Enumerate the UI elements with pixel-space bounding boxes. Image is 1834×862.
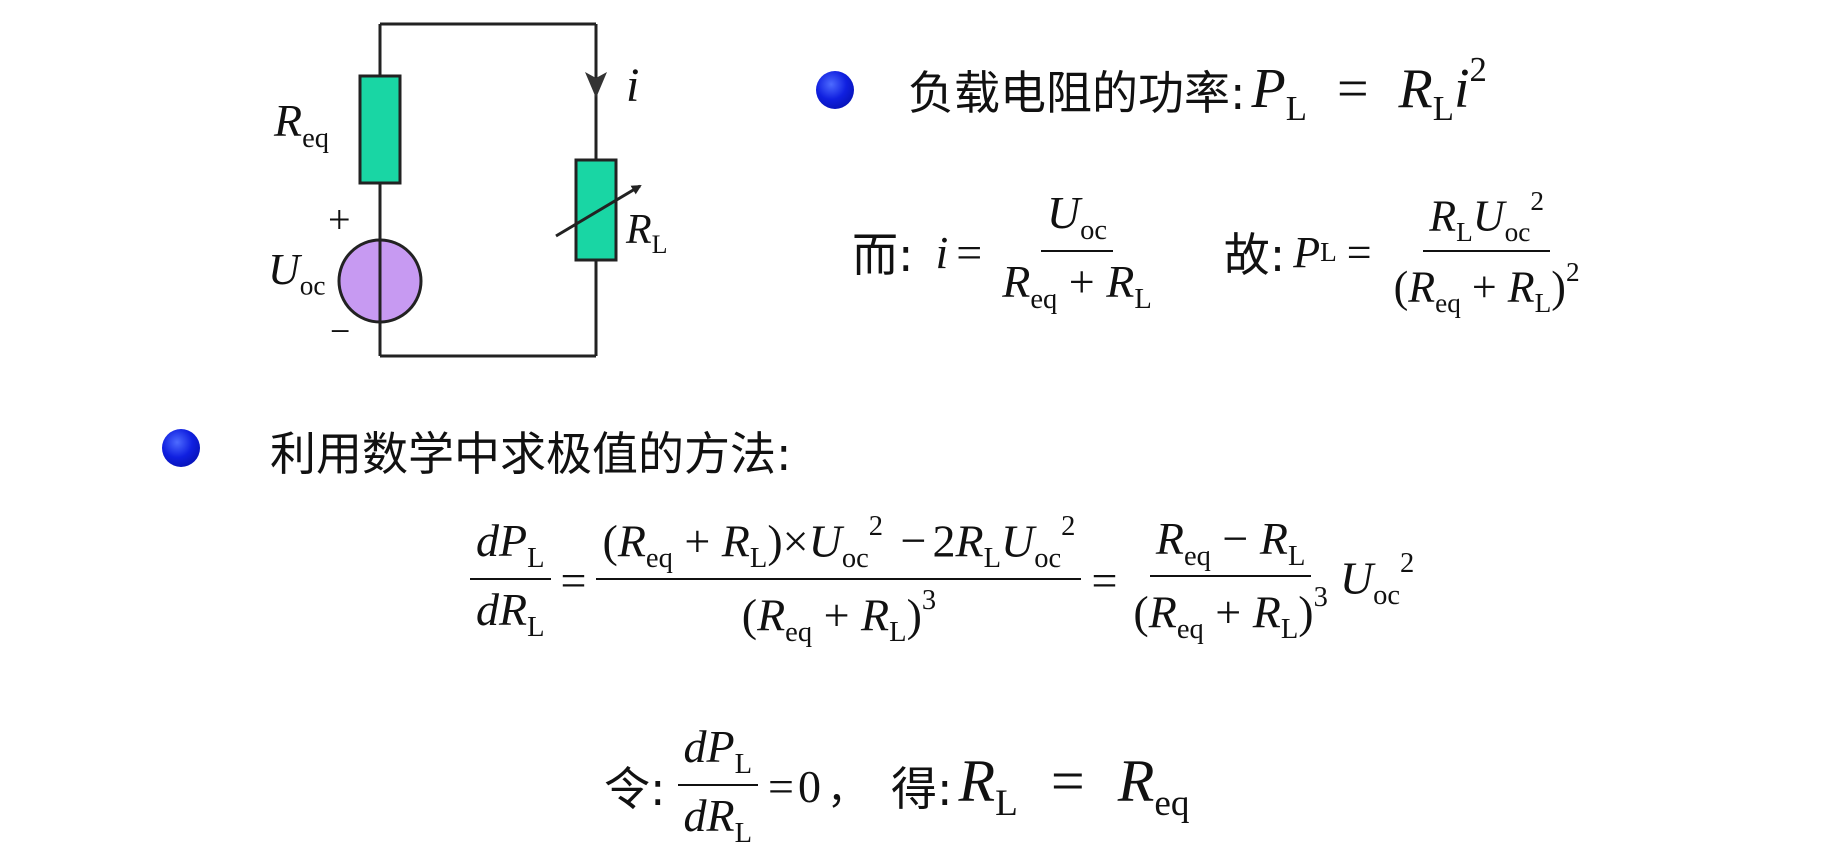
conclusion-line: 令: dPL dRL =0 ， 得: RL = Req bbox=[604, 721, 1190, 849]
bullet2-text: 利用数学中求极值的方法: bbox=[270, 427, 792, 481]
derivative-middle: (Req + RL)×Uoc2 −2RLUoc2 (Req + RL)3 bbox=[596, 511, 1082, 648]
bullet-icon bbox=[816, 71, 854, 109]
result-formula: RL = Req bbox=[958, 747, 1190, 825]
label-minus: − bbox=[330, 311, 351, 351]
label-current: i bbox=[626, 59, 640, 112]
label-uoc: Uoc bbox=[268, 245, 326, 301]
derivative-tail: Uoc2 bbox=[1339, 547, 1415, 612]
gu-label: 故: bbox=[1223, 228, 1286, 282]
current-arrow bbox=[585, 72, 607, 98]
bullet1-line: 负载电阻的功率: PL = RLi2 bbox=[908, 50, 1487, 130]
zero-derivative: dPL dRL =0 bbox=[672, 723, 821, 849]
resistor-rl bbox=[574, 158, 618, 262]
current-formula: i = Uoc Req + RL bbox=[935, 187, 1152, 315]
label-rl: RL bbox=[626, 207, 668, 259]
resistor-req bbox=[358, 74, 402, 185]
bullet-icon bbox=[162, 429, 200, 467]
label-plus: + bbox=[328, 197, 351, 242]
derivative-equation: dPL dRL = (Req + RL)×Uoc2 −2RLUoc2 (Req … bbox=[464, 500, 1414, 660]
derivative-rhs: Req − RL (Req + RL)3 bbox=[1133, 512, 1328, 646]
bullet1-text: 负载电阻的功率: bbox=[908, 66, 1246, 120]
de-label: 得: bbox=[890, 762, 953, 816]
circuit-diagram bbox=[337, 22, 642, 358]
er-label: 而: bbox=[852, 228, 914, 282]
variable-arrow bbox=[555, 184, 642, 238]
derivative-lhs: dPL dRL bbox=[470, 517, 551, 643]
label-req: Req bbox=[274, 95, 330, 154]
ling-label: 令: bbox=[604, 762, 666, 816]
power-formula: PL = RLi2 bbox=[1251, 50, 1487, 129]
